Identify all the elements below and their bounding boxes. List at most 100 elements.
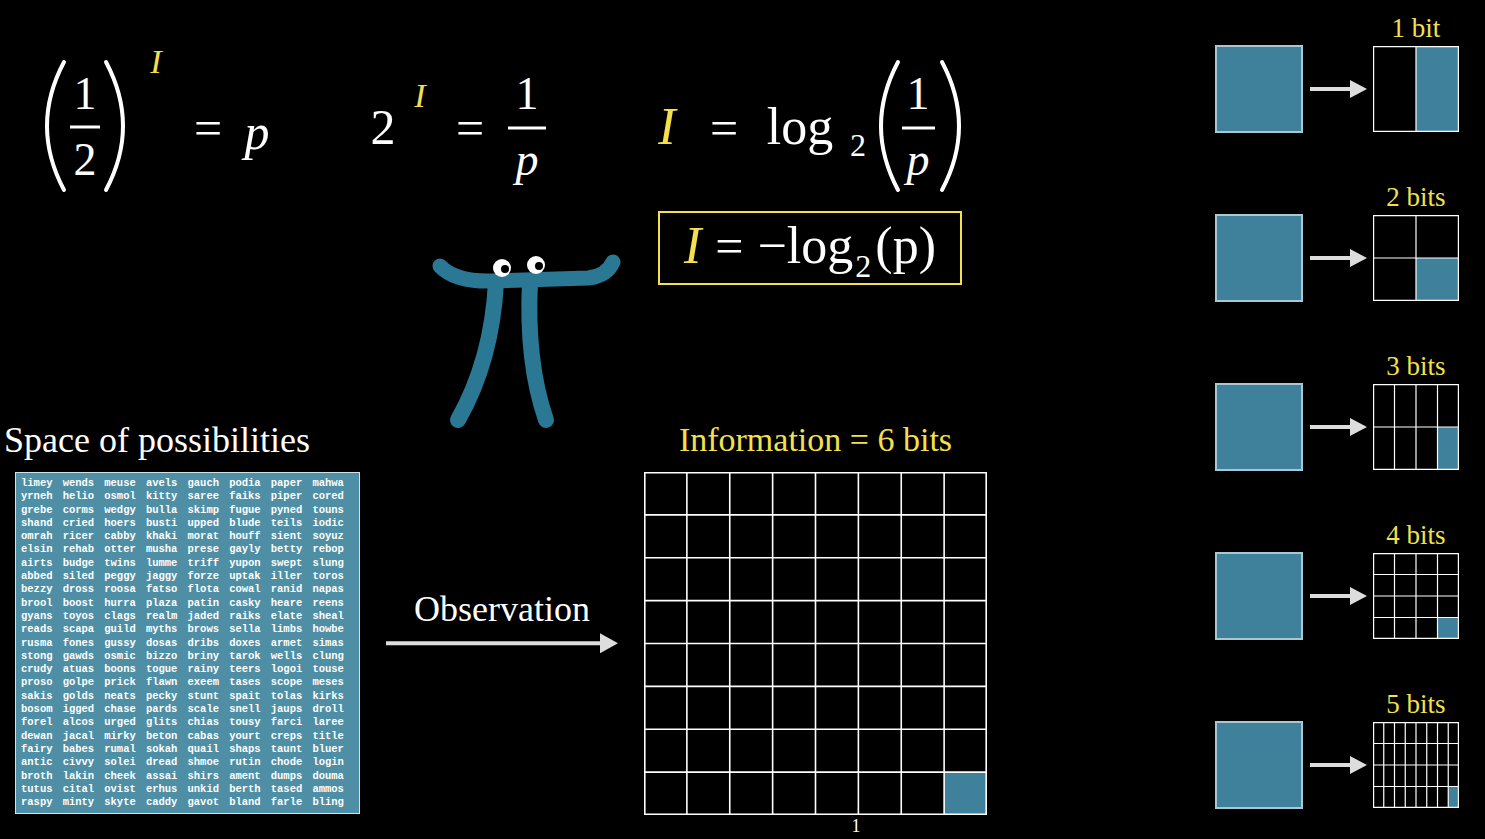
bits-heading: 2 bits <box>1386 183 1445 211</box>
candidate-word: crudy <box>21 663 63 676</box>
candidate-word: brool <box>21 597 63 610</box>
candidate-word: touse <box>312 663 354 676</box>
candidate-word: gauch <box>188 477 230 490</box>
formula-text: = <box>715 216 743 276</box>
candidate-word: ament <box>229 770 271 783</box>
formula-symbol: = <box>456 103 484 153</box>
bits-heading: 3 bits <box>1386 352 1445 380</box>
observed-cell <box>1448 787 1459 809</box>
candidate-word: skyte <box>104 796 146 809</box>
candidate-word: limbs <box>271 623 313 636</box>
grid-line <box>1373 617 1459 618</box>
candidate-word: kitty <box>146 490 188 503</box>
candidate-word: shmoe <box>188 756 230 769</box>
candidate-word: twins <box>104 557 146 570</box>
observed-cell <box>1416 46 1459 132</box>
candidate-word: houff <box>229 530 271 543</box>
grid-line <box>1373 743 1459 744</box>
bits-heading-row: 4 bits <box>1373 521 1459 549</box>
candidate-word: beton <box>146 730 188 743</box>
candidate-word: tolas <box>271 690 313 703</box>
candidate-word: pyned <box>271 504 313 517</box>
candidate-word: rebop <box>312 543 354 556</box>
candidate-word: stong <box>21 650 63 663</box>
bits-heading: Information = 6 bits <box>679 418 952 462</box>
candidate-word: sakis <box>21 690 63 703</box>
grid-line <box>644 813 987 815</box>
candidate-word: togue <box>146 663 188 676</box>
candidate-word: mahwa <box>312 477 354 490</box>
candidate-word: ovist <box>104 783 146 796</box>
candidate-word: plaza <box>146 597 188 610</box>
candidate-word: tases <box>229 676 271 689</box>
candidate-word: neats <box>104 690 146 703</box>
candidate-word: yupon <box>229 557 271 570</box>
formula-text: (p) <box>875 215 936 277</box>
candidate-word: solei <box>104 756 146 769</box>
bits-heading-row: Information = 6 bits <box>644 418 987 462</box>
candidate-word: kirks <box>312 690 354 703</box>
candidate-word: dosas <box>146 637 188 650</box>
candidate-word: ranid <box>271 583 313 596</box>
grid-line <box>1373 786 1459 787</box>
candidate-word: grebe <box>21 504 63 517</box>
candidate-word: sella <box>229 623 271 636</box>
grid-line <box>1373 574 1459 575</box>
candidate-word: teils <box>271 517 313 530</box>
formula-symbol: 1 <box>852 817 861 835</box>
candidate-word: elate <box>271 610 313 623</box>
observed-cell <box>1416 258 1459 301</box>
candidate-word: gussy <box>104 637 146 650</box>
bits-heading-row: 5 bits <box>1373 690 1459 718</box>
candidate-word: erhus <box>146 783 188 796</box>
formula-symbol: 1 <box>907 71 930 117</box>
candidate-word: shaps <box>229 743 271 756</box>
candidate-word: fugue <box>229 504 271 517</box>
candidate-word: tousy <box>229 716 271 729</box>
candidate-word: guild <box>104 623 146 636</box>
candidate-word: howbe <box>312 623 354 636</box>
candidate-word: gayly <box>229 543 271 556</box>
candidate-word: simas <box>312 637 354 650</box>
observed-cell <box>944 772 987 815</box>
candidate-word: pecky <box>146 690 188 703</box>
grid-line <box>1373 722 1459 723</box>
word-grid: limeywendsmeuseavelsgauchpodiapapermahwa… <box>15 472 360 814</box>
candidate-word: reens <box>312 597 354 610</box>
candidate-word: sheal <box>312 610 354 623</box>
grid-line <box>1373 469 1459 470</box>
candidate-word: chase <box>104 703 146 716</box>
candidate-word: reads <box>21 623 63 636</box>
candidate-word: armet <box>271 637 313 650</box>
small-arrows <box>1310 80 1367 774</box>
candidate-word: bland <box>229 796 271 809</box>
candidate-word: upped <box>188 517 230 530</box>
candidate-word: bezzy <box>21 583 63 596</box>
candidate-word: budge <box>63 557 105 570</box>
panel-heading: Space of possibilities <box>0 418 360 462</box>
candidate-word: heare <box>271 597 313 610</box>
formula-symbol: I <box>414 79 425 113</box>
candidate-word: jaggy <box>146 570 188 583</box>
grid-line <box>644 771 987 773</box>
observation-arrow <box>386 633 618 653</box>
grid-line <box>644 643 987 645</box>
formula-symbol: = <box>710 103 738 153</box>
candidate-word: gavot <box>188 796 230 809</box>
candidate-word: bosom <box>21 703 63 716</box>
grid-line <box>1415 46 1416 132</box>
candidate-word: cabby <box>104 530 146 543</box>
grid-line <box>1373 300 1459 301</box>
candidate-word: brows <box>188 623 230 636</box>
formula-text: I <box>684 215 701 277</box>
candidate-word: scope <box>271 676 313 689</box>
candidate-word: broth <box>21 770 63 783</box>
candidate-word: dewan <box>21 730 63 743</box>
candidate-word: toyos <box>63 610 105 623</box>
candidate-word: igged <box>63 703 105 716</box>
candidate-word: boost <box>63 597 105 610</box>
formula-symbol: 2 <box>74 137 97 183</box>
bit-grid: 5 bits <box>1373 690 1459 808</box>
candidate-word: rainy <box>188 663 230 676</box>
candidate-word: rutin <box>229 756 271 769</box>
